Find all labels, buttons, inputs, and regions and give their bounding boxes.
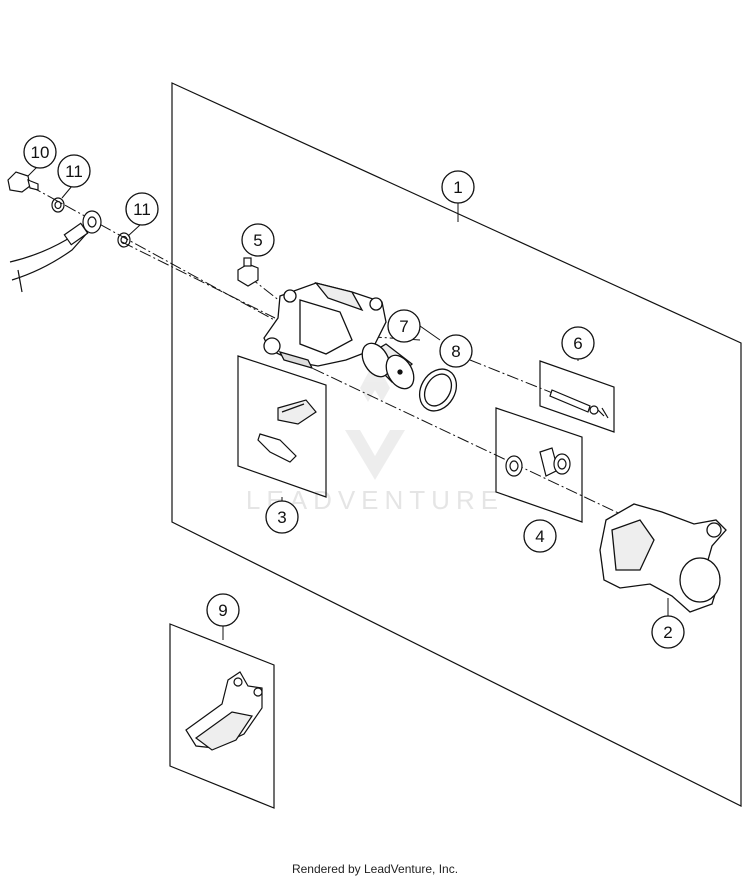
- footer-credit: Rendered by LeadVenture, Inc.: [291, 862, 459, 876]
- leadventure-watermark: LEADVENTURE: [246, 360, 498, 515]
- callout-label: 6: [573, 334, 582, 353]
- callout-label: 7: [399, 317, 408, 336]
- callout-label: 8: [451, 342, 460, 361]
- callout-label: 9: [218, 601, 227, 620]
- brake-hose: [9, 210, 102, 293]
- leader-lines: [27, 166, 669, 640]
- piston-seal: [418, 368, 458, 412]
- callout-label: 10: [31, 143, 50, 162]
- brake-pads: [185, 671, 263, 751]
- callout-label: 11: [65, 162, 83, 181]
- kit-box-4: [495, 407, 583, 523]
- callout-11b: 11: [125, 192, 159, 226]
- caliper-piston: [361, 342, 415, 390]
- caliper-bracket: [599, 503, 727, 613]
- callout-4: 4: [523, 519, 557, 553]
- kit-box-3: [237, 355, 327, 498]
- callout-label: 5: [253, 231, 262, 250]
- callout-2: 2: [651, 615, 685, 649]
- pad-retainer-kit: [257, 399, 317, 463]
- callout-6: 6: [561, 326, 595, 360]
- callout-9: 9: [206, 593, 240, 627]
- sealing-washers: [51, 197, 131, 248]
- boot-bushing-kit: [505, 447, 571, 477]
- callout-1: 1: [441, 170, 475, 204]
- caliper-housing: [263, 281, 387, 370]
- callout-5: 5: [241, 223, 275, 257]
- callout-10: 10: [23, 135, 57, 169]
- callout-label: 3: [277, 508, 286, 527]
- callout-3: 3: [265, 500, 299, 534]
- bleed-screw: [237, 257, 259, 287]
- guide-pin-kit: [549, 389, 609, 419]
- assembly-outline: [171, 82, 742, 807]
- callout-label: 1: [453, 178, 462, 197]
- callout-label: 2: [663, 623, 672, 642]
- callout-label: 11: [133, 200, 151, 219]
- callout-label: 4: [535, 527, 544, 546]
- callout-11a: 11: [57, 154, 91, 188]
- kit-box-6: [539, 360, 615, 433]
- callout-7: 7: [387, 309, 421, 343]
- kit-box-9: [169, 623, 275, 809]
- callout-8: 8: [439, 334, 473, 368]
- banjo-bolt: [7, 171, 39, 193]
